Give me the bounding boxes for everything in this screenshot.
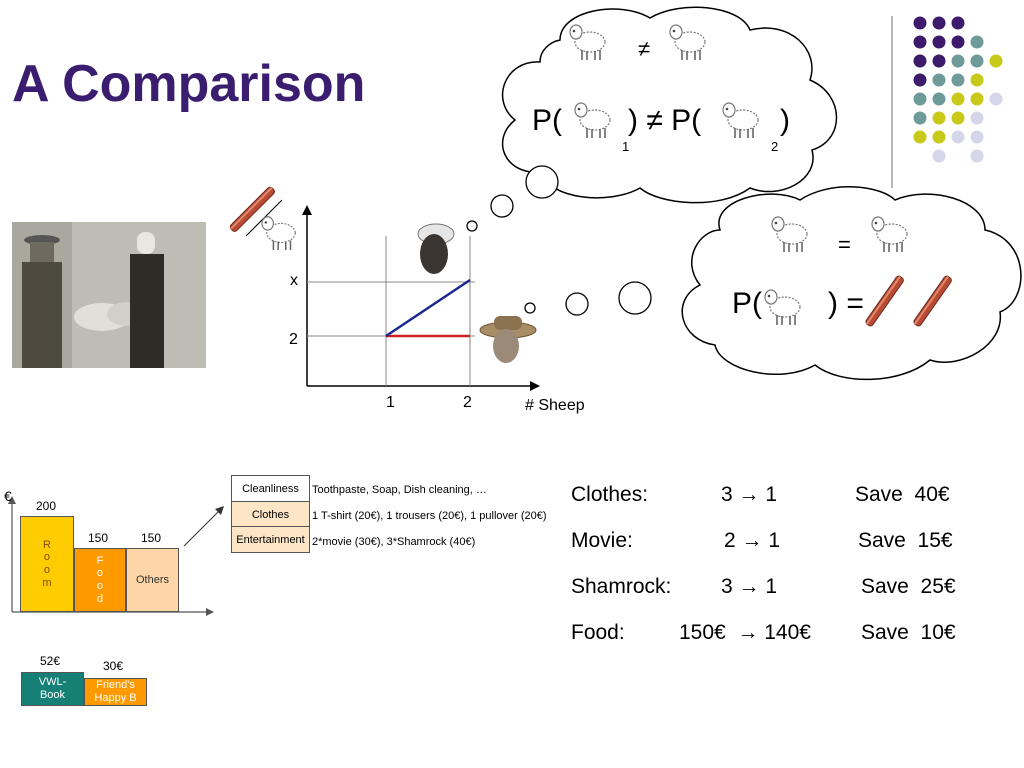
- p-close-eq: ) =: [828, 287, 864, 320]
- small-bar-value-vwl: 52€: [40, 654, 61, 668]
- category-clothes: Clothes: [231, 501, 310, 528]
- small-bar-value-friend: 30€: [103, 659, 124, 673]
- bar-value-room: 200: [36, 499, 57, 513]
- savings-change: 2 → 1: [724, 529, 781, 552]
- savings-change: 3 → 1: [721, 575, 778, 598]
- bar-label-room: R o o m: [42, 538, 52, 589]
- eq-symbol: =: [838, 232, 851, 257]
- bar-value-food: 150: [88, 531, 109, 545]
- decorative-dots: [913, 16, 1003, 163]
- category-items-cleanliness: Toothpaste, Soap, Dish cleaning, …: [312, 484, 487, 496]
- category-entertainment: Entertainment: [231, 526, 310, 553]
- x-tick-2: 2: [463, 394, 472, 411]
- y-tick-2: 2: [289, 331, 298, 348]
- bar-label-food: F o o d: [96, 554, 104, 605]
- p-open: P(: [732, 287, 762, 320]
- neq-symbol: ≠: [638, 36, 651, 61]
- person-turban-icon: [417, 223, 455, 274]
- sheep-icon: [261, 215, 297, 251]
- category-cleanliness: Cleanliness: [231, 475, 310, 502]
- category-items-entertainment: 2*movie (30€), 3*Shamrock (40€): [312, 536, 476, 548]
- savings-item-label: Clothes:: [571, 483, 649, 506]
- savings-item-label: Movie:: [571, 529, 633, 552]
- subscript-1: 1: [622, 139, 630, 154]
- page-title: A Comparison: [12, 55, 366, 113]
- p-close-2: ): [780, 104, 790, 137]
- savings-amount: Save 10€: [861, 621, 956, 644]
- small-bar-label-friend: Friend's Happy B: [94, 679, 137, 704]
- savings-item-label: Shamrock:: [571, 575, 672, 598]
- thought-cloud-top: [501, 6, 838, 204]
- category-name: Clothes: [251, 508, 290, 521]
- person-hat-icon: [479, 316, 537, 363]
- budget-axes: [8, 496, 214, 616]
- bar-food: F o o d: [74, 548, 126, 612]
- savings-amount: Save 25€: [861, 575, 956, 598]
- category-name: Entertainment: [236, 533, 305, 546]
- savings-amount: Save 40€: [855, 483, 950, 506]
- indifference-graph: [302, 205, 540, 391]
- savings-change: 150€ → 140€: [679, 621, 811, 644]
- savings-change: 3 → 1: [721, 483, 778, 506]
- thought-cloud-right: [681, 186, 1022, 381]
- bar-label-others: Others: [135, 574, 169, 586]
- x-tick-1: 1: [386, 394, 395, 411]
- x-axis-label: # Sheep: [525, 397, 585, 414]
- expand-arrow: [183, 506, 224, 547]
- subscript-2: 2: [771, 139, 779, 154]
- p-neq-p: ) ≠ P(: [628, 104, 702, 137]
- category-name: Cleanliness: [242, 482, 299, 495]
- category-items-clothes: 1 T-shirt (20€), 1 trousers (20€), 1 pul…: [312, 510, 547, 522]
- bar-value-others: 150: [141, 531, 162, 545]
- bar-room: R o o m: [20, 516, 74, 612]
- small-bar-label-vwl: VWL- Book: [38, 676, 67, 701]
- currency-label: €: [4, 488, 12, 504]
- bar-others: Others: [126, 548, 179, 612]
- savings-item-label: Food:: [571, 621, 625, 644]
- y-tick-x: x: [290, 272, 298, 289]
- thought-bubbles: [466, 165, 652, 316]
- small-bar-friend: Friend's Happy B: [84, 678, 147, 706]
- small-bar-vwl: VWL- Book: [21, 672, 84, 706]
- p-open-1: P(: [532, 104, 562, 137]
- savings-amount: Save 15€: [858, 529, 953, 552]
- historical-photo: [12, 222, 206, 368]
